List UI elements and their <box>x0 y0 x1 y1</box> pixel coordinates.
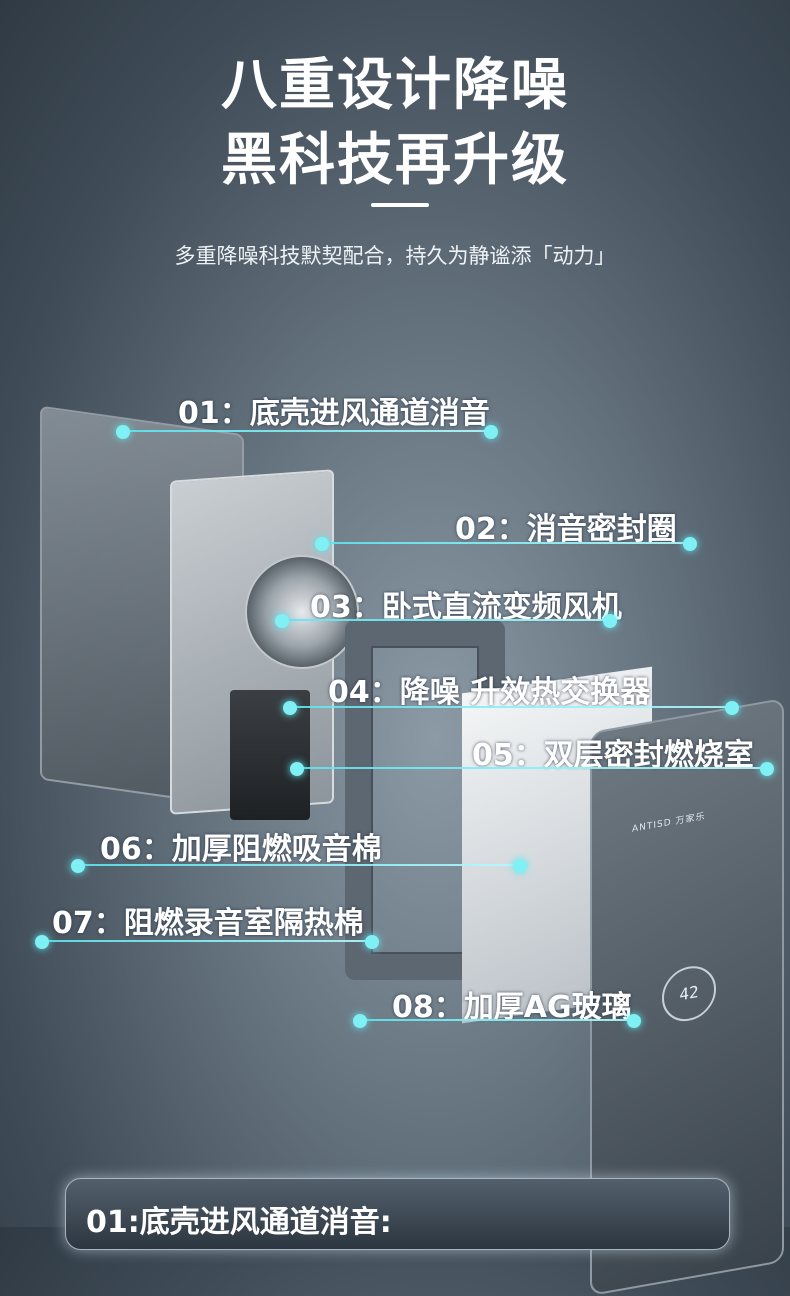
callout-dot-06 <box>71 859 85 873</box>
callout-line-01 <box>123 430 491 432</box>
brand-logo: ANTISD 万家乐 <box>632 811 706 835</box>
callout-line-02 <box>322 542 690 544</box>
feature-detail-heading: 01:底壳进风通道消音: <box>86 1205 392 1240</box>
page-title-line-1: 八重设计降噪 <box>221 53 569 118</box>
callout-dot-01b <box>484 425 498 439</box>
callout-dot-08b <box>627 1014 641 1028</box>
callout-dot-04 <box>283 701 297 715</box>
callout-dot-03 <box>275 614 289 628</box>
callout-dot-03b <box>603 614 617 628</box>
title-divider <box>371 203 429 207</box>
callout-dot-05 <box>290 762 304 776</box>
page-title-line-2: 黑科技再升级 <box>221 128 569 193</box>
callout-line-05 <box>297 767 767 769</box>
feature-detail-card: 01:底壳进风通道消音: <box>65 1178 730 1250</box>
callout-dot-05b <box>760 762 774 776</box>
callout-dot-04b <box>725 701 739 715</box>
callout-label-04: 04：降噪 升效热交换器 <box>328 675 651 710</box>
callout-dot-06b <box>513 859 527 873</box>
callout-label-07: 07：阻燃录音室隔热棉 <box>52 906 364 941</box>
callout-dot-07b <box>365 935 379 949</box>
callout-dot-07 <box>35 935 49 949</box>
callout-label-02: 02：消音密封圈 <box>455 512 677 547</box>
page-subtitle: 多重降噪科技默契配合，持久为静谧添「动力」 <box>174 244 616 268</box>
callout-label-06: 06：加厚阻燃吸音棉 <box>100 832 382 867</box>
callout-dot-02b <box>683 537 697 551</box>
callout-line-04 <box>290 706 732 708</box>
callout-line-08 <box>360 1019 634 1021</box>
callout-line-03 <box>282 619 610 621</box>
callout-line-07 <box>42 940 372 942</box>
callout-dot-01 <box>116 425 130 439</box>
heat-exchanger-image <box>230 690 310 820</box>
temperature-display: 42 <box>662 961 716 1026</box>
callout-dot-08 <box>353 1014 367 1028</box>
fan-image <box>245 555 359 669</box>
exploded-product-view: ANTISD 万家乐 42 <box>0 380 790 1296</box>
callout-dot-02 <box>315 537 329 551</box>
callout-line-06 <box>78 864 520 866</box>
callout-label-01: 01：底壳进风通道消音 <box>178 396 490 431</box>
